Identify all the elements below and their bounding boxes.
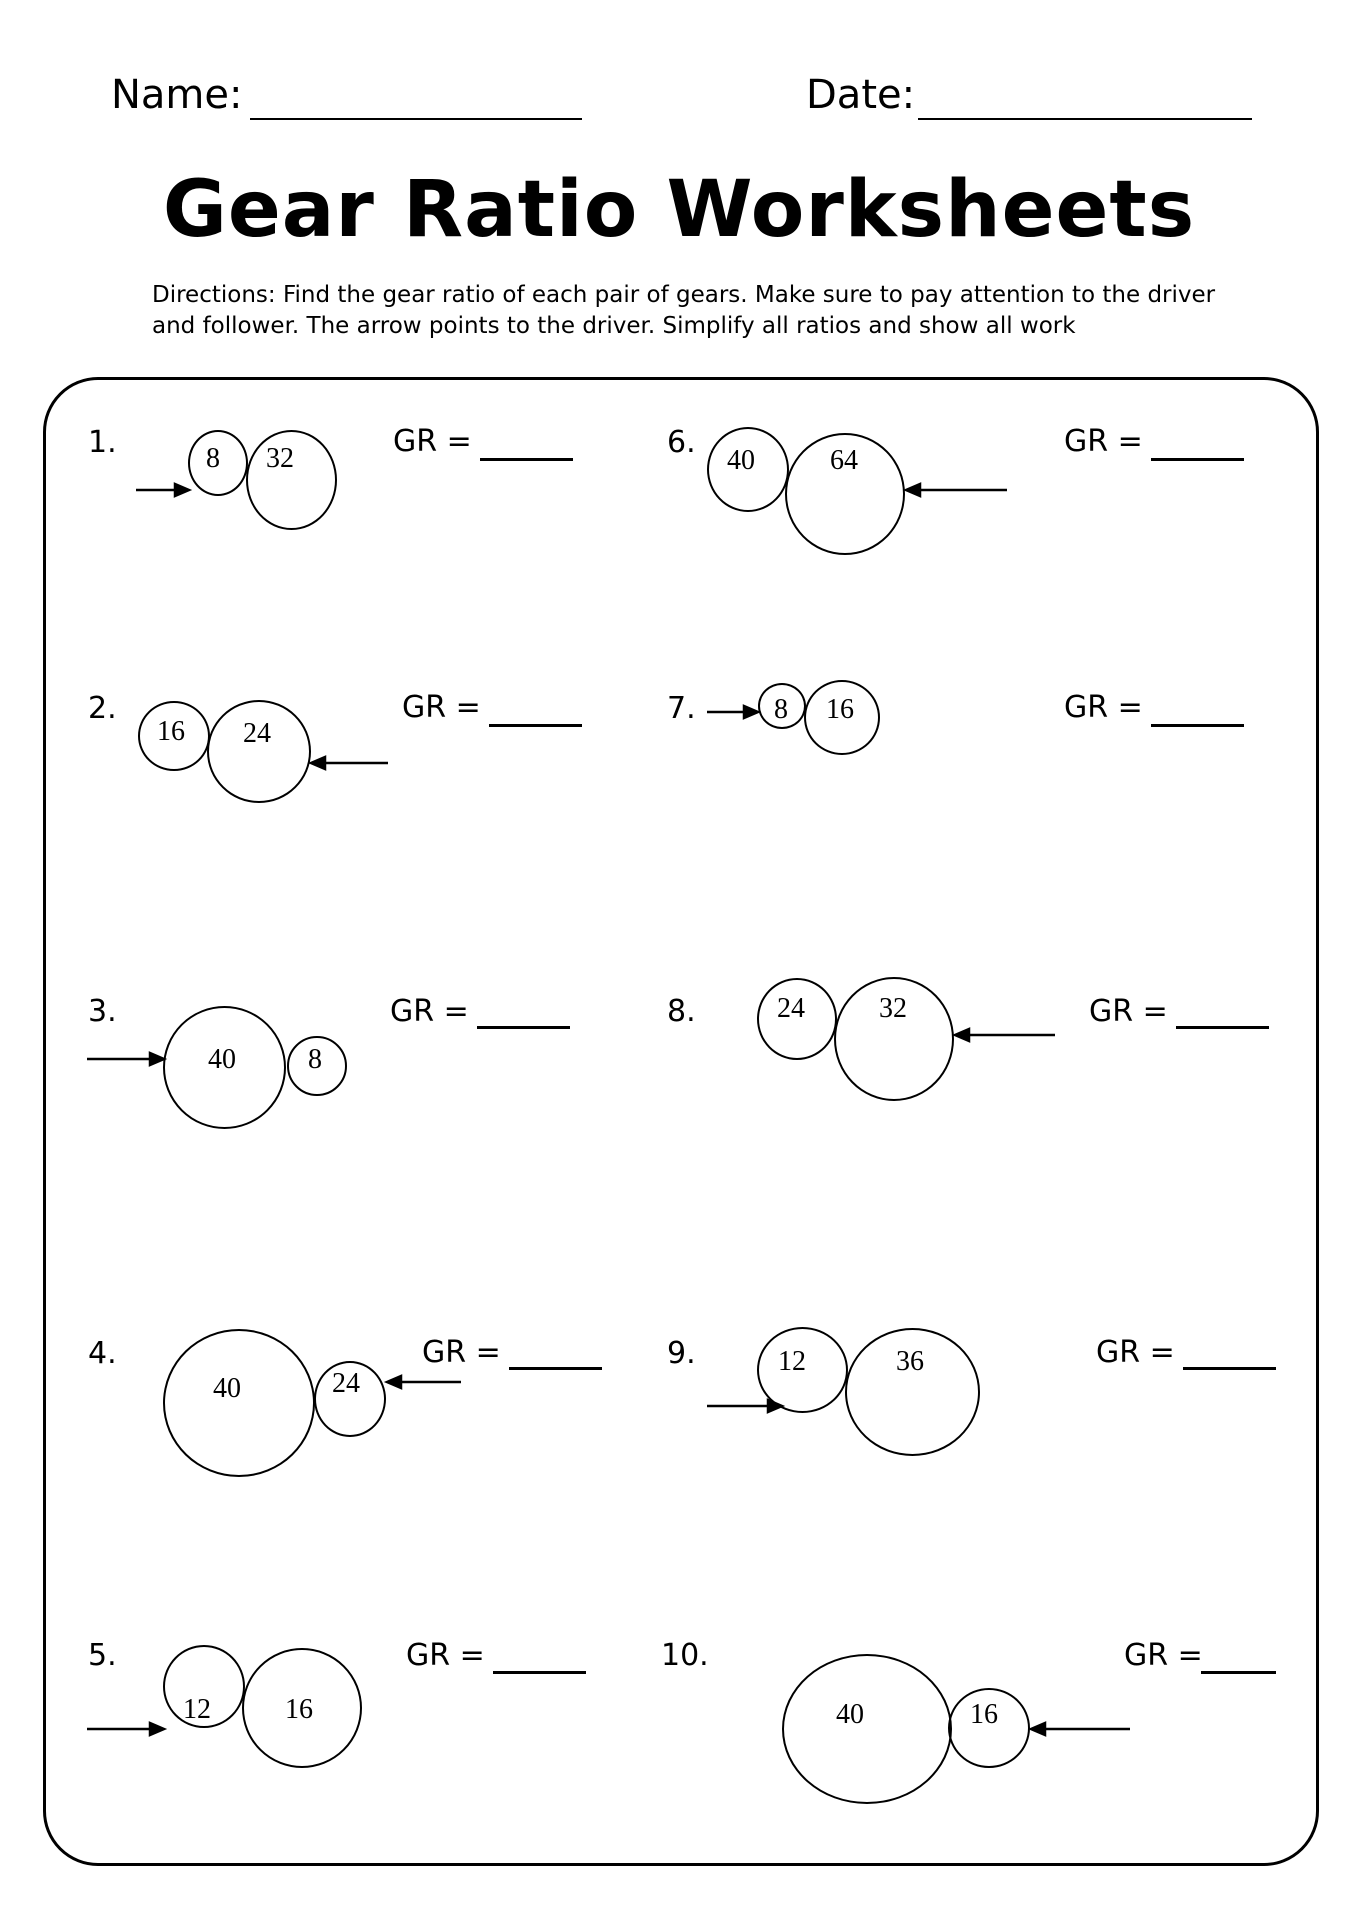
problem-8-gear-b-teeth: 32	[879, 993, 907, 1024]
problem-5-gear-b-teeth: 16	[285, 1694, 313, 1725]
problem-3-answer-blank[interactable]	[477, 1026, 570, 1029]
page-title: Gear Ratio Worksheets	[162, 165, 1196, 255]
problem-9-number: 9.	[667, 1336, 696, 1371]
directions-line-1: Directions: Find the gear ratio of each …	[152, 282, 1216, 308]
problem-9-gear-a-teeth: 12	[778, 1346, 806, 1377]
problem-1-gear-b-teeth: 32	[266, 443, 294, 474]
problem-7-gear-a-teeth: 8	[774, 694, 788, 725]
problem-3-gear-a-teeth: 40	[208, 1044, 236, 1075]
date-label: Date:	[806, 72, 916, 118]
problem-1-number: 1.	[88, 425, 117, 460]
problem-7-gear-b	[804, 680, 880, 755]
problem-7-number: 7.	[667, 691, 696, 726]
problem-10-gear-a	[782, 1654, 952, 1804]
problem-2-gr-label: GR =	[402, 690, 481, 725]
directions: Directions: Find the gear ratio of each …	[152, 280, 1252, 342]
problem-10-gr-label: GR =	[1124, 1638, 1203, 1673]
problem-2-gear-a-teeth: 16	[157, 716, 185, 747]
name-label: Name:	[111, 72, 243, 118]
problem-4-gear-b	[314, 1361, 386, 1437]
problem-1-gear-b	[246, 430, 337, 530]
problem-1-answer-blank[interactable]	[480, 458, 573, 461]
problem-9-gear-a	[757, 1327, 848, 1413]
problem-1-gear-a	[188, 430, 248, 496]
problem-9-answer-blank[interactable]	[1183, 1367, 1276, 1370]
problem-5-gear-a	[163, 1645, 245, 1728]
problem-3-gear-b-teeth: 8	[308, 1044, 322, 1075]
problem-7-gr-label: GR =	[1064, 690, 1143, 725]
problem-3-number: 3.	[88, 994, 117, 1029]
problem-3-gr-label: GR =	[390, 994, 469, 1029]
problem-9-gear-b-teeth: 36	[896, 1346, 924, 1377]
problem-2-gear-b-teeth: 24	[243, 718, 271, 749]
problem-5-number: 5.	[88, 1638, 117, 1673]
problem-5-gr-label: GR =	[406, 1638, 485, 1673]
problem-4-gr-label: GR =	[422, 1335, 501, 1370]
problem-3-gear-a	[163, 1006, 286, 1129]
problem-8-number: 8.	[667, 994, 696, 1029]
problem-4-number: 4.	[88, 1336, 117, 1371]
problem-6-answer-blank[interactable]	[1151, 458, 1244, 461]
name-field[interactable]	[250, 118, 582, 120]
problem-10-gear-a-teeth: 40	[836, 1699, 864, 1730]
problem-5-answer-blank[interactable]	[493, 1671, 586, 1674]
problems-box	[43, 377, 1319, 1866]
problem-1-gear-a-teeth: 8	[206, 443, 220, 474]
directions-line-2: and follower. The arrow points to the dr…	[152, 313, 1076, 339]
problem-3-gear-b	[287, 1036, 347, 1096]
date-field[interactable]	[918, 118, 1252, 120]
problem-5-gear-a-teeth: 12	[183, 1694, 211, 1725]
problem-6-gear-b-teeth: 64	[830, 445, 858, 476]
problem-2-answer-blank[interactable]	[489, 724, 582, 727]
problem-10-answer-blank[interactable]	[1201, 1671, 1276, 1674]
problem-4-answer-blank[interactable]	[509, 1367, 602, 1370]
problem-2-number: 2.	[88, 691, 117, 726]
problem-6-gear-a	[707, 427, 789, 512]
problem-4-gear-b-teeth: 24	[332, 1368, 360, 1399]
problem-9-gr-label: GR =	[1096, 1335, 1175, 1370]
problem-7-answer-blank[interactable]	[1151, 724, 1244, 727]
problem-6-number: 6.	[667, 425, 696, 460]
problem-9-gear-b	[845, 1328, 980, 1456]
problem-10-number: 10.	[661, 1638, 709, 1673]
problem-5-gear-b	[242, 1648, 362, 1768]
problem-8-gear-a-teeth: 24	[777, 993, 805, 1024]
problem-6-gr-label: GR =	[1064, 424, 1143, 459]
problem-6-gear-a-teeth: 40	[727, 445, 755, 476]
problem-8-gr-label: GR =	[1089, 994, 1168, 1029]
problem-1-gr-label: GR =	[393, 424, 472, 459]
problem-2-gear-b	[207, 700, 311, 803]
problem-4-gear-a-teeth: 40	[213, 1373, 241, 1404]
problem-7-gear-b-teeth: 16	[826, 694, 854, 725]
problem-8-answer-blank[interactable]	[1176, 1026, 1269, 1029]
problem-10-gear-b-teeth: 16	[970, 1699, 998, 1730]
